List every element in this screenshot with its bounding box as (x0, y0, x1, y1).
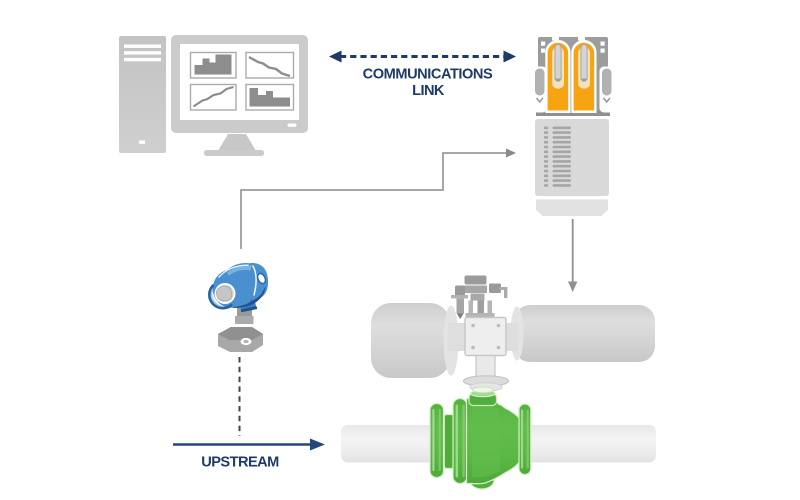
svg-text:COMMUNICATIONS: COMMUNICATIONS (363, 66, 493, 82)
svg-text:LINK: LINK (412, 83, 445, 99)
svg-text:UPSTREAM: UPSTREAM (201, 455, 279, 471)
